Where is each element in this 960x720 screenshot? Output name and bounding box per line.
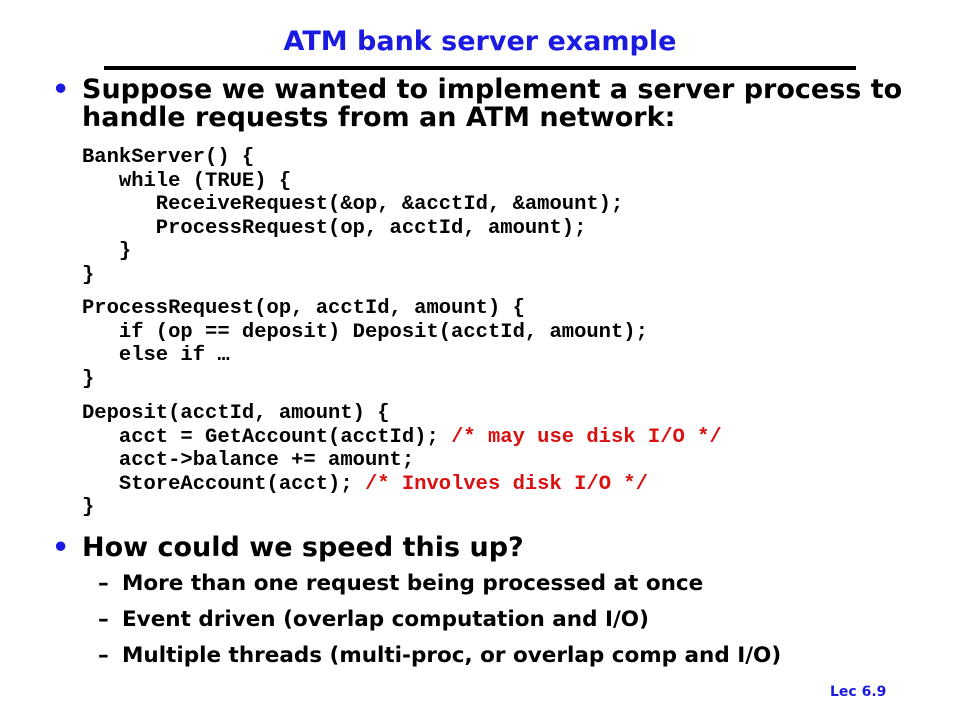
code-line: ProcessRequest(op, acctId, amount); [82, 216, 587, 240]
code-block-bankserver: BankServer() { while (TRUE) { ReceiveReq… [82, 146, 623, 287]
sub-bullet-text: Event driven (overlap computation and I/… [122, 607, 649, 632]
bullet-item-intro: • Suppose we wanted to implement a serve… [52, 76, 902, 132]
bullet-item-question: • How could we speed this up? [52, 534, 524, 562]
dash-icon: – [98, 607, 109, 632]
sub-bullet-text: More than one request being processed at… [122, 571, 704, 596]
code-line: BankServer() { [82, 146, 255, 169]
code-line: } [82, 367, 95, 391]
sub-bullet-text: Multiple threads (multi-proc, or overlap… [122, 643, 782, 668]
code-line: else if … [82, 344, 230, 367]
sub-bullet-item: –Multiple threads (multi-proc, or overla… [98, 643, 781, 669]
bullet-dot-icon: • [52, 532, 70, 563]
code-comment: /* Involves disk I/O */ [364, 472, 648, 496]
title-underline [104, 66, 856, 70]
bullet-text-line-1: Suppose we wanted to implement a server … [82, 74, 903, 105]
code-line: } [82, 240, 132, 263]
bullet-dot-icon: • [52, 74, 70, 105]
code-block-deposit: Deposit(acctId, amount) { acct = GetAcco… [82, 402, 722, 520]
code-line: if (op == deposit) Deposit(acctId, amoun… [82, 320, 648, 344]
code-line: while (TRUE) { [82, 169, 292, 193]
code-line: ReceiveRequest(&op, &acctId, &amount); [82, 193, 624, 216]
code-block-processrequest: ProcessRequest(op, acctId, amount) { if … [82, 297, 648, 391]
sub-bullet-item: –Event driven (overlap computation and I… [98, 607, 649, 633]
dash-icon: – [98, 643, 109, 668]
slide-title: ATM bank server example [283, 26, 677, 57]
code-line: } [82, 496, 95, 519]
bullet-text: How could we speed this up? [82, 532, 524, 563]
slide-number: Lec 6.9 [830, 684, 887, 700]
code-comment: /* may use disk I/O */ [451, 425, 722, 449]
code-line: StoreAccount(acct); [82, 472, 365, 496]
code-line: } [82, 263, 95, 287]
code-line: acct = GetAccount(acctId); [82, 425, 452, 449]
code-line: ProcessRequest(op, acctId, amount) { [82, 297, 525, 320]
code-line: Deposit(acctId, amount) { [82, 402, 390, 425]
dash-icon: – [98, 571, 109, 596]
bullet-text-line-2: handle requests from an ATM network: [82, 102, 676, 133]
code-line: acct->balance += amount; [82, 449, 415, 472]
sub-bullet-item: –More than one request being processed a… [98, 571, 703, 597]
